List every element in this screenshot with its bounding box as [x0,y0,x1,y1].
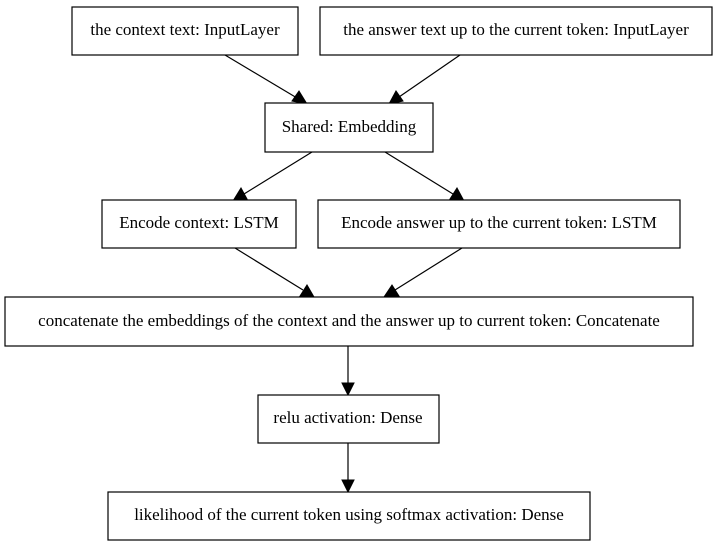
edge-shared-embedding-to-encode-context [232,151,313,202]
node-concatenate: concatenate the embeddings of the contex… [4,296,694,347]
node-context-input: the context text: InputLayer [71,6,299,56]
node-shared-embedding-label: Shared: Embedding [282,117,417,136]
node-encode-context-label: Encode context: LSTM [119,213,279,232]
edge-encode-answer-to-concatenate [383,247,463,298]
node-concatenate-label: concatenate the embeddings of the contex… [38,311,660,330]
node-encode-answer-label: Encode answer up to the current token: L… [341,213,657,232]
edge-relu-dense-to-softmax-dense [341,443,355,494]
edge-encode-context-to-concatenate [234,247,315,298]
node-answer-input: the answer text up to the current token:… [319,6,713,56]
node-softmax-dense-label: likelihood of the current token using so… [134,505,564,524]
node-answer-input-label: the answer text up to the current token:… [343,20,689,39]
edge-context-input-to-shared-embedding [224,54,309,105]
edge-concatenate-to-relu-dense [341,346,355,397]
node-softmax-dense: likelihood of the current token using so… [107,491,591,541]
edge-answer-input-to-shared-embedding [388,54,461,105]
node-shared-embedding: Shared: Embedding [264,102,434,153]
edge-shared-embedding-to-encode-answer [384,151,465,202]
node-context-input-label: the context text: InputLayer [90,20,280,39]
node-relu-dense-label: relu activation: Dense [273,408,422,427]
node-encode-answer: Encode answer up to the current token: L… [317,199,681,249]
node-encode-context: Encode context: LSTM [101,199,297,249]
node-relu-dense: relu activation: Dense [257,394,440,444]
